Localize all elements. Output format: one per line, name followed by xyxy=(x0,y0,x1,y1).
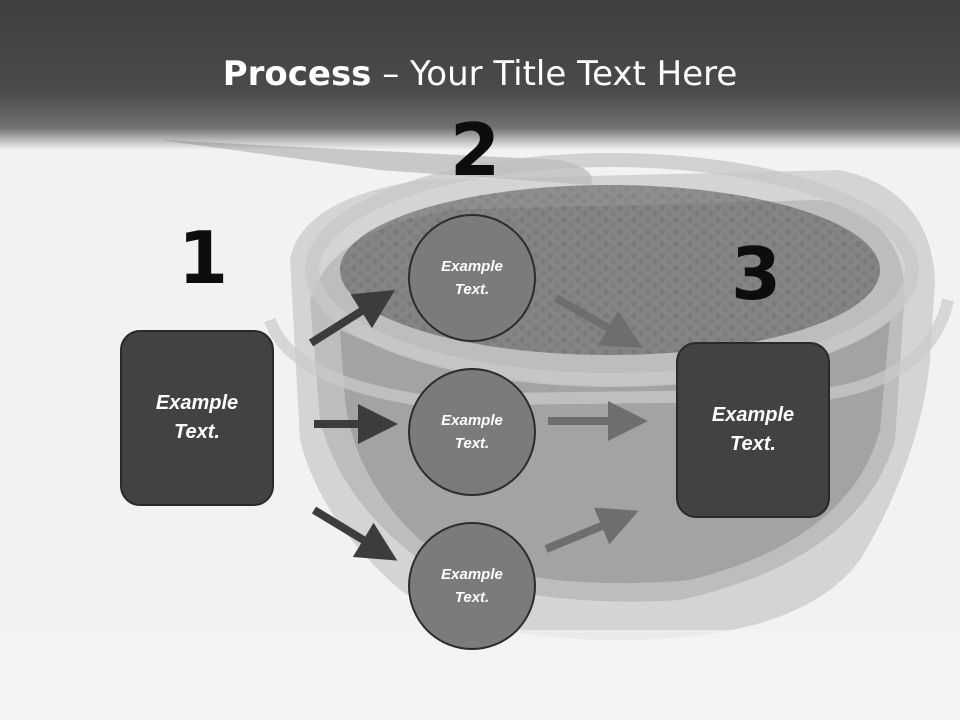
step-number-3: 3 xyxy=(731,232,782,316)
middle-circle-bottom: Example Text. xyxy=(408,522,536,650)
title-rest: – Your Title Text Here xyxy=(371,54,738,94)
middle-circle-bottom-text: Example Text. xyxy=(441,566,503,606)
arrow-top-to-3-icon xyxy=(554,294,643,348)
middle-circle-top-text: Example Text. xyxy=(441,258,503,298)
step-number-2: 2 xyxy=(450,108,501,192)
title-header-bar xyxy=(0,0,960,150)
arrow-1-to-top-icon xyxy=(308,289,396,347)
step-1-text: Example Text. xyxy=(155,392,239,443)
middle-circle-center-text: Example Text. xyxy=(441,412,503,452)
middle-circle-center: Example Text. xyxy=(408,368,536,496)
step-number-1: 1 xyxy=(178,216,229,300)
step-3-box: Example Text. xyxy=(676,342,830,518)
middle-circle-top: Example Text. xyxy=(408,214,536,342)
slide-title: Process – Your Title Text Here xyxy=(0,54,960,94)
arrow-1-to-bottom-icon xyxy=(311,506,398,561)
step-3-text: Example Text. xyxy=(711,404,795,455)
arrow-bottom-to-3-icon xyxy=(544,507,639,553)
title-bold: Process xyxy=(222,54,372,94)
step-1-box: Example Text. xyxy=(120,330,274,506)
